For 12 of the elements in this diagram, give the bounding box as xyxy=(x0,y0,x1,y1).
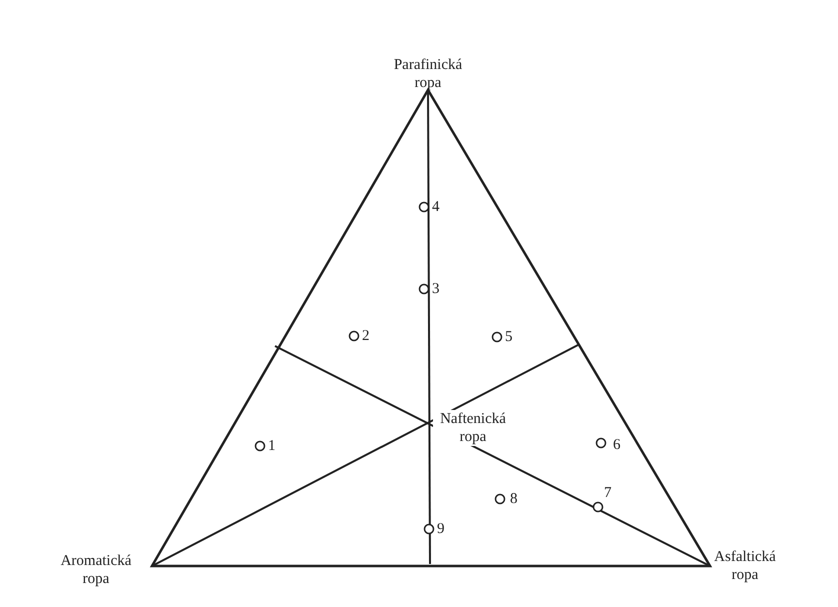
point-number: 8 xyxy=(510,490,518,508)
point-number: 7 xyxy=(604,484,612,502)
corner-label: Aromatická ropa xyxy=(60,552,132,588)
point-number: 9 xyxy=(437,520,444,538)
corner-label: Parafinická ropa xyxy=(392,56,464,92)
corner-label: Asfaltická ropa xyxy=(713,548,777,584)
point-number: 1 xyxy=(268,437,276,455)
point-number: 2 xyxy=(362,327,370,345)
point-number: 6 xyxy=(613,436,620,454)
point-number: 4 xyxy=(432,198,440,216)
point-number: 5 xyxy=(505,328,512,346)
point-number: 3 xyxy=(432,280,440,298)
